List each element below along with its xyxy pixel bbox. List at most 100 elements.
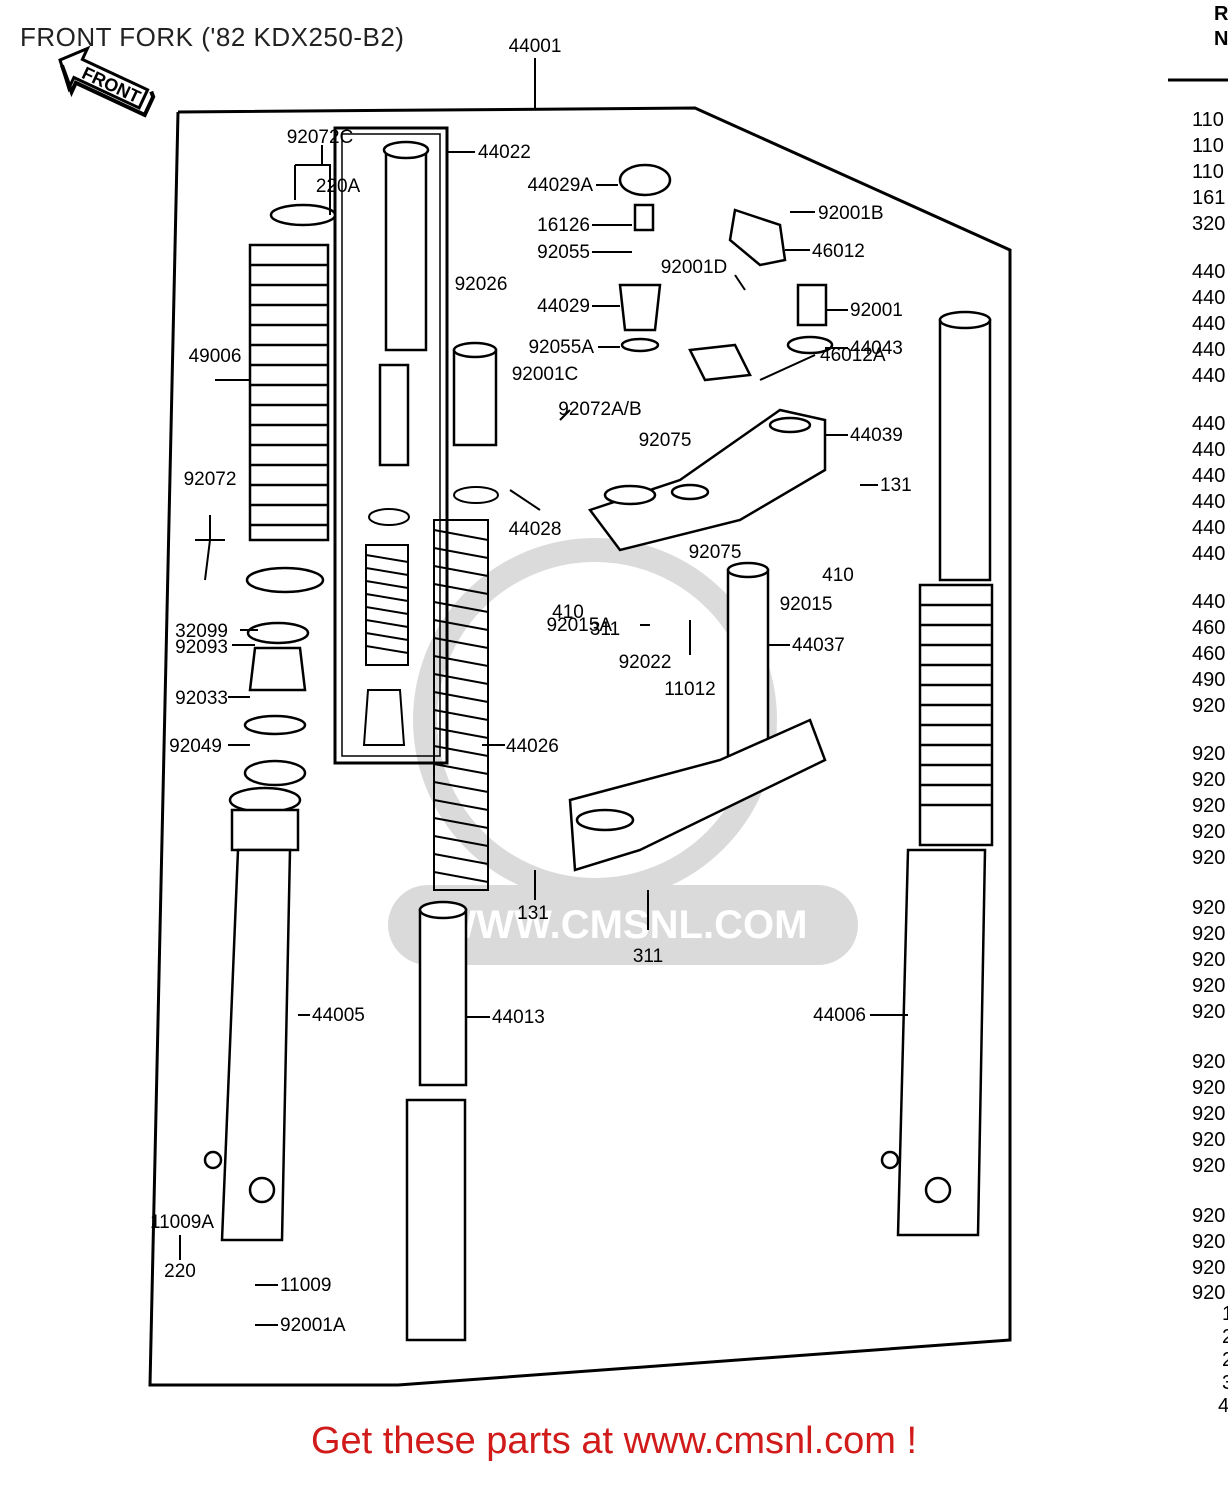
ref-item: 440: [1192, 465, 1225, 487]
label-11009a: 11009A: [150, 1212, 214, 1233]
ref-item: 110: [1192, 161, 1224, 183]
ref-item: 440: [1192, 365, 1225, 387]
ref-item: 920: [1192, 1051, 1225, 1073]
label-410-right: 410: [822, 565, 854, 586]
label-44029a: 44029A: [527, 175, 593, 196]
ref-item: 920: [1192, 1103, 1225, 1125]
label-92072c: 92072C: [287, 127, 354, 148]
ref-item: 440: [1192, 491, 1225, 513]
ref-item: 490: [1192, 669, 1225, 691]
label-92072ab: 92072A/B: [558, 399, 641, 420]
part-labels: 44001 44022 92072C 220A 44029A 16126 920…: [150, 36, 912, 1336]
label-92001a: 92001A: [280, 1315, 346, 1336]
ref-item: 460: [1192, 617, 1225, 639]
fork-boot-left: [243, 203, 337, 787]
ref-item: 920: [1192, 795, 1225, 817]
inner-fork-tube: [405, 900, 468, 1342]
label-410-left: 410: [552, 602, 584, 623]
ref-item: 920: [1192, 1077, 1225, 1099]
label-16126: 16126: [537, 215, 590, 236]
label-92049: 92049: [169, 736, 222, 757]
steering-stem: [568, 561, 827, 872]
ref-item: 440: [1192, 517, 1225, 539]
ref-item: 440: [1192, 439, 1225, 461]
diagram-title: FRONT FORK ('82 KDX250-B2): [20, 22, 405, 52]
label-311-upper: 311: [590, 619, 620, 640]
label-44022: 44022: [478, 142, 531, 163]
label-44039: 44039: [850, 425, 903, 446]
handlebar-holder: [688, 208, 787, 382]
label-44005: 44005: [312, 1005, 365, 1026]
fork-spring: [433, 486, 499, 891]
ref-item: 920: [1192, 821, 1225, 843]
label-44028: 44028: [509, 519, 562, 540]
damper-rod: [378, 140, 430, 467]
ref-item: 440: [1192, 339, 1225, 361]
ref-item: 920: [1192, 1129, 1225, 1151]
label-44001: 44001: [509, 36, 562, 57]
ref-item: 2: [1222, 1326, 1228, 1348]
assembled-fork-right: [880, 310, 994, 1237]
ref-item: 110: [1192, 109, 1224, 131]
ref-item: 920: [1192, 847, 1225, 869]
label-49006: 49006: [189, 346, 242, 367]
label-131-lower: 131: [517, 903, 549, 924]
label-92001c: 92001C: [512, 364, 579, 385]
parts-kit-box: [333, 126, 449, 765]
label-220a: 220A: [316, 176, 361, 197]
ref-item: 460: [1192, 643, 1225, 665]
ref-item: 920: [1192, 923, 1225, 945]
label-44006: 44006: [813, 1005, 866, 1026]
ref-item: 110: [1192, 135, 1224, 157]
watermark-text: WWW.CMSNL.COM: [439, 903, 808, 947]
label-92055a: 92055A: [528, 337, 594, 358]
footer-promo: Get these parts at www.cmsnl.com !: [310, 1420, 918, 1462]
ref-item: 920: [1192, 897, 1225, 919]
label-92001b: 92001B: [818, 203, 884, 224]
ref-item: 161: [1192, 187, 1225, 209]
upper-bracket: [587, 408, 827, 552]
label-44029: 44029: [537, 296, 590, 317]
label-92026: 92026: [455, 274, 508, 295]
label-44026: 44026: [506, 736, 559, 757]
ref-item: 920: [1192, 695, 1225, 717]
label-92075-lower: 92075: [689, 542, 742, 563]
ref-item: 440: [1192, 313, 1225, 335]
outer-fork-left: [203, 786, 302, 1242]
ref-item: 920: [1192, 949, 1225, 971]
label-92075-upper: 92075: [639, 430, 692, 451]
ref-item: 440: [1192, 287, 1225, 309]
ref-item: 920: [1192, 1231, 1225, 1253]
ref-item: 920: [1192, 1205, 1225, 1227]
label-92015: 92015: [780, 594, 833, 615]
label-11012: 11012: [664, 679, 715, 700]
leader-lines: [179, 58, 908, 1326]
label-44013: 44013: [492, 1007, 545, 1028]
ref-item: 920: [1192, 975, 1225, 997]
ref-item: 920: [1192, 1257, 1225, 1279]
ref-item: 920: [1192, 769, 1225, 791]
label-131-upper: 131: [880, 475, 912, 496]
label-92072: 92072: [184, 469, 237, 490]
reference-column: R N 110110110161320440440440440440440440…: [1168, 3, 1228, 1417]
ref-item: 1: [1222, 1303, 1228, 1325]
label-92093: 92093: [175, 637, 228, 658]
label-46012a: 46012A: [820, 345, 886, 366]
label-92055: 92055: [537, 242, 590, 263]
ref-item: 920: [1192, 1001, 1225, 1023]
front-arrow-icon: FRONT: [58, 45, 156, 118]
label-92033: 92033: [175, 688, 228, 709]
fork-cap: [618, 163, 834, 355]
ref-header-n: N: [1214, 28, 1228, 50]
ref-header-r: R: [1214, 3, 1228, 25]
ref-item: 440: [1192, 591, 1225, 613]
label-92022: 92022: [619, 652, 672, 673]
ref-item: 920: [1192, 743, 1225, 765]
ref-item: 2: [1222, 1349, 1228, 1371]
ref-item: 440: [1192, 261, 1225, 283]
label-220: 220: [164, 1261, 196, 1282]
label-92015a: 92015A: [546, 615, 612, 636]
ref-item: 3: [1222, 1372, 1228, 1394]
ref-item: 4: [1218, 1395, 1228, 1417]
